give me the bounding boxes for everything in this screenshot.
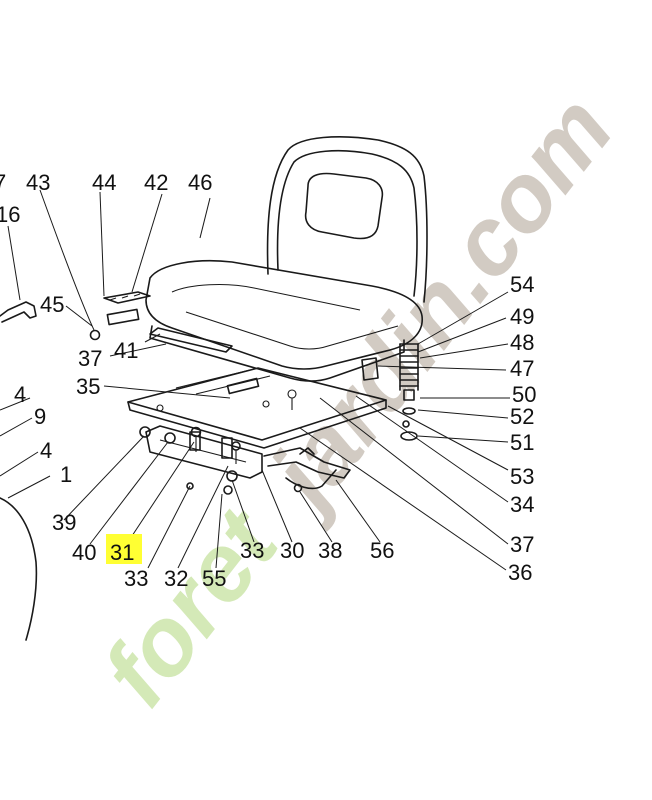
part-label[interactable]: 37 [510, 532, 534, 557]
part-label[interactable]: 33 [240, 538, 264, 563]
part-label[interactable]: 36 [508, 560, 532, 585]
lever-part [263, 447, 351, 493]
part-label[interactable]: 43 [26, 170, 50, 195]
spring-stack-part [361, 343, 419, 441]
part-label[interactable]: 1 [60, 462, 72, 487]
part-label-highlighted[interactable]: 31 [110, 540, 134, 565]
part-label[interactable]: 55 [202, 566, 226, 591]
part-label[interactable]: 46 [188, 170, 212, 195]
part-labels: 7 43 44 42 46 16 45 37 41 35 4 9 4 1 39 … [0, 170, 536, 591]
part-label[interactable]: 50 [512, 382, 536, 407]
part-label[interactable]: 48 [510, 330, 534, 355]
part-label[interactable]: 35 [76, 374, 100, 399]
part-label[interactable]: 30 [280, 538, 304, 563]
part-label[interactable]: 49 [510, 304, 534, 329]
washer-part [89, 329, 101, 341]
part-label[interactable]: 34 [510, 492, 534, 517]
part-label[interactable]: 47 [510, 356, 534, 381]
part-label[interactable]: 32 [164, 566, 188, 591]
part-label[interactable]: 9 [34, 404, 46, 429]
part-label[interactable]: 37 [78, 346, 102, 371]
part-label[interactable]: 33 [124, 566, 148, 591]
part-label[interactable]: 41 [114, 338, 138, 363]
part-label[interactable]: 40 [72, 540, 96, 565]
lower-frame-part [139, 425, 263, 495]
part-label[interactable]: 51 [510, 430, 534, 455]
rail-part [103, 291, 151, 326]
part-label[interactable]: 4 [14, 382, 26, 407]
spacer-part [149, 327, 233, 353]
bracket-part [0, 301, 37, 323]
part-label[interactable]: 45 [40, 292, 64, 317]
part-label[interactable]: 56 [370, 538, 394, 563]
seat-shell-part [0, 497, 38, 641]
mounting-plate-part [127, 367, 387, 449]
part-label[interactable]: 44 [92, 170, 116, 195]
part-label[interactable]: 4 [40, 438, 52, 463]
watermark-text-left: foret [82, 488, 300, 725]
part-label[interactable]: 42 [144, 170, 168, 195]
part-label[interactable]: 39 [52, 510, 76, 535]
part-label[interactable]: 54 [510, 272, 534, 297]
leader-lines [0, 189, 510, 571]
part-label[interactable]: 52 [510, 404, 534, 429]
part-label[interactable]: 7 [0, 170, 6, 195]
part-label[interactable]: 16 [0, 202, 20, 227]
highlight-box [106, 534, 142, 564]
part-label[interactable]: 53 [510, 464, 534, 489]
part-label[interactable]: 38 [318, 538, 342, 563]
